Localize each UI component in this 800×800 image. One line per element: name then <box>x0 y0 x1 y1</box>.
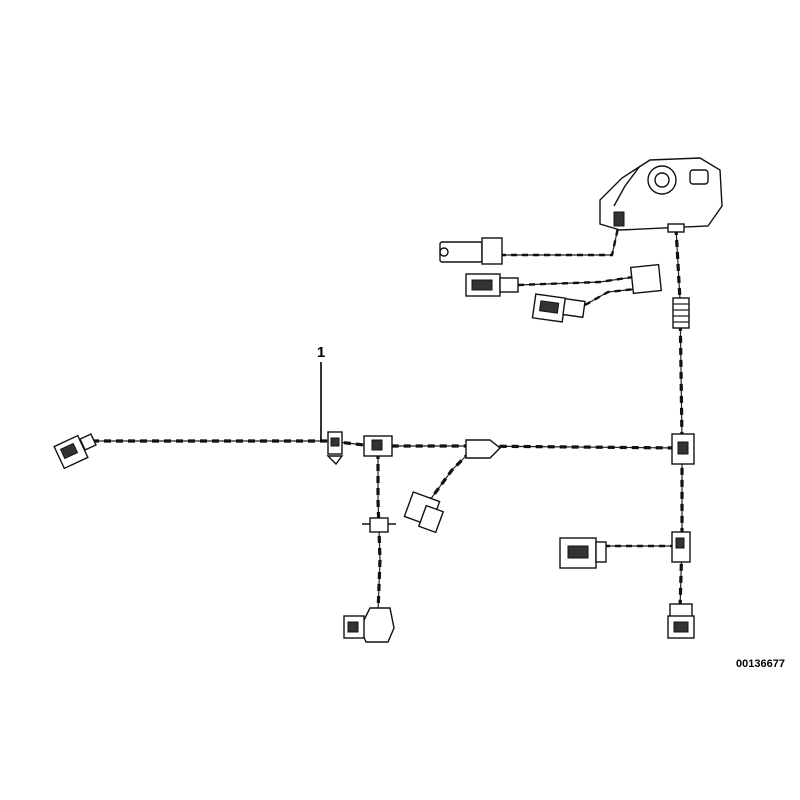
right-trunk-clip <box>671 531 691 563</box>
control-module <box>599 157 723 233</box>
callout-1: 1 <box>317 344 325 441</box>
callout-1-label: 1 <box>317 344 325 361</box>
upper-connector-3 <box>531 293 586 323</box>
reference-number: 00136677 <box>736 658 785 670</box>
trunk-clip-1 <box>326 431 344 466</box>
diagonal-branch-tape <box>428 450 472 501</box>
upper-connector-1 <box>439 237 503 265</box>
inline-splice <box>465 439 502 459</box>
elbow-connector <box>343 607 395 643</box>
bottom-end-connector <box>667 603 695 639</box>
upper-branch-2-tape <box>517 274 641 287</box>
upper-connector-2 <box>465 273 519 297</box>
wire-sleeve <box>672 297 690 329</box>
upper-branch-1-core <box>500 227 619 256</box>
right-trunk-tape <box>674 227 684 611</box>
angled-connector <box>403 491 445 534</box>
upper-branch-3-tape <box>584 286 646 307</box>
branch-clip <box>362 517 396 533</box>
upper-branch-2-core <box>517 275 641 286</box>
upper-branch-1-tape <box>500 227 620 257</box>
junction-block <box>363 435 393 457</box>
lower-right-connector <box>559 537 607 569</box>
left-end-connector <box>53 433 97 470</box>
right-junction <box>671 433 695 465</box>
upper-junction-connector <box>629 263 663 295</box>
